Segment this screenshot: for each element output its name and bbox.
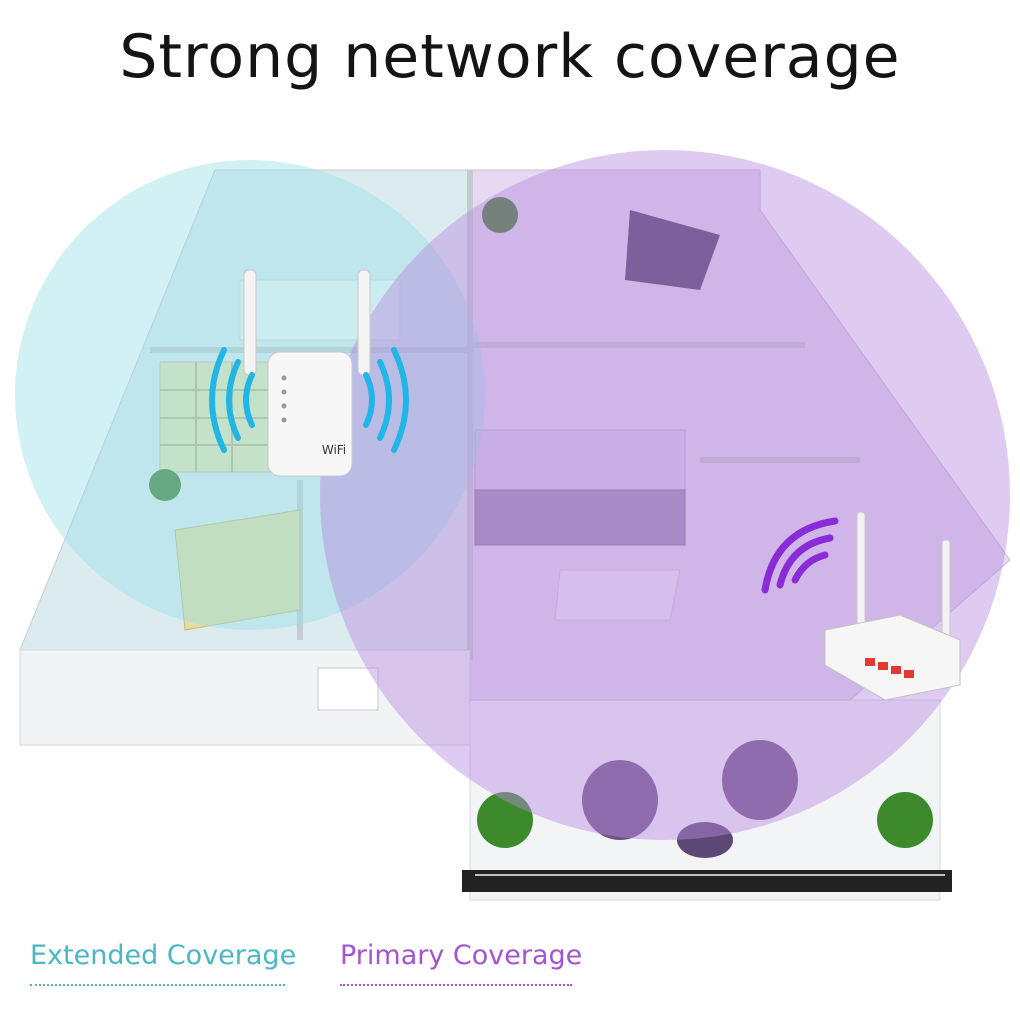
router-icon xyxy=(824,511,961,701)
wifi-extender-icon: WiFi xyxy=(243,269,371,477)
house-coverage-illustration: WiFi xyxy=(15,150,1011,901)
extender-badge: WiFi xyxy=(322,443,346,457)
legend-extended-underline xyxy=(30,984,285,986)
legend-primary-label: Primary Coverage xyxy=(340,940,583,971)
page-title: Strong network coverage xyxy=(119,22,901,92)
primary-coverage-zone xyxy=(320,150,1010,840)
extender-signal-icon xyxy=(209,347,409,453)
legend-extended-label: Extended Coverage xyxy=(30,940,297,971)
router-signal-icon xyxy=(761,517,839,594)
legend-primary-underline xyxy=(340,984,572,986)
